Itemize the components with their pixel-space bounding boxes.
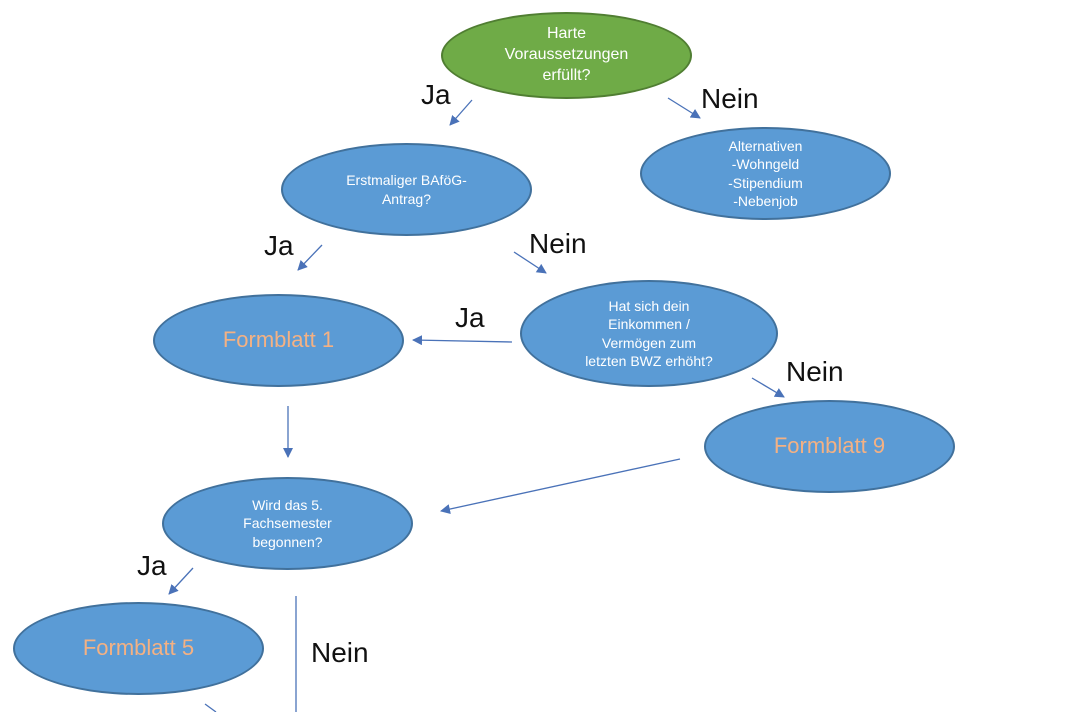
arrow-start-to-alternativen bbox=[667, 97, 701, 119]
label-nein-fachsemester: Nein bbox=[311, 637, 369, 668]
arrow-einkommen-to-formblatt9 bbox=[751, 377, 785, 398]
arrow-fachsemester-to-formblatt5 bbox=[168, 567, 194, 595]
node-alternativen: Alternativen -Wohngeld -Stipendium -Nebe… bbox=[640, 127, 891, 220]
node-harte-voraussetzungen: Harte Voraussetzungen erfüllt? bbox=[441, 12, 692, 99]
node-formblatt-5-text: Formblatt 5 bbox=[82, 635, 195, 661]
label-ja-fachsemester: Ja bbox=[137, 550, 167, 581]
label-nein-start: Nein bbox=[701, 83, 759, 114]
node-erstmaliger-antrag-text: Erstmaliger BAföG- Antrag? bbox=[346, 172, 467, 207]
label-ja-erstmalig: Ja bbox=[264, 230, 294, 261]
node-erstmaliger-antrag: Erstmaliger BAföG- Antrag? bbox=[281, 143, 532, 236]
node-alternativen-text: Alternativen -Wohngeld -Stipendium -Nebe… bbox=[728, 138, 803, 209]
node-formblatt-1-text: Formblatt 1 bbox=[222, 327, 335, 353]
node-formblatt-5: Formblatt 5 bbox=[13, 602, 264, 695]
node-formblatt-1: Formblatt 1 bbox=[153, 294, 404, 387]
node-formblatt-9-text: Formblatt 9 bbox=[773, 433, 886, 459]
label-nein-einkommen: Nein bbox=[786, 356, 844, 387]
node-fachsemester: Wird das 5. Fachsemester begonnen? bbox=[162, 477, 413, 570]
arrow-start-to-erstmalig bbox=[449, 99, 473, 126]
label-ja-start: Ja bbox=[421, 79, 451, 110]
node-formblatt-9: Formblatt 9 bbox=[704, 400, 955, 493]
arrow-formblatt9-to-fachsemester bbox=[440, 458, 681, 514]
label-ja-einkommen: Ja bbox=[455, 302, 485, 333]
node-einkommen-erhoeht-text: Hat sich dein Einkommen / Vermögen zum l… bbox=[585, 298, 713, 369]
arrow-erstmalig-to-einkommen bbox=[513, 251, 547, 274]
label-nein-erstmalig: Nein bbox=[529, 228, 587, 259]
arrow-erstmalig-to-formblatt1 bbox=[297, 244, 323, 271]
line-formblatt5-down bbox=[204, 703, 217, 712]
node-harte-voraussetzungen-text: Harte Voraussetzungen erfüllt? bbox=[504, 25, 629, 84]
node-einkommen-erhoeht: Hat sich dein Einkommen / Vermögen zum l… bbox=[520, 280, 778, 387]
node-fachsemester-text: Wird das 5. Fachsemester begonnen? bbox=[243, 497, 332, 550]
arrow-einkommen-to-formblatt1 bbox=[412, 335, 513, 346]
